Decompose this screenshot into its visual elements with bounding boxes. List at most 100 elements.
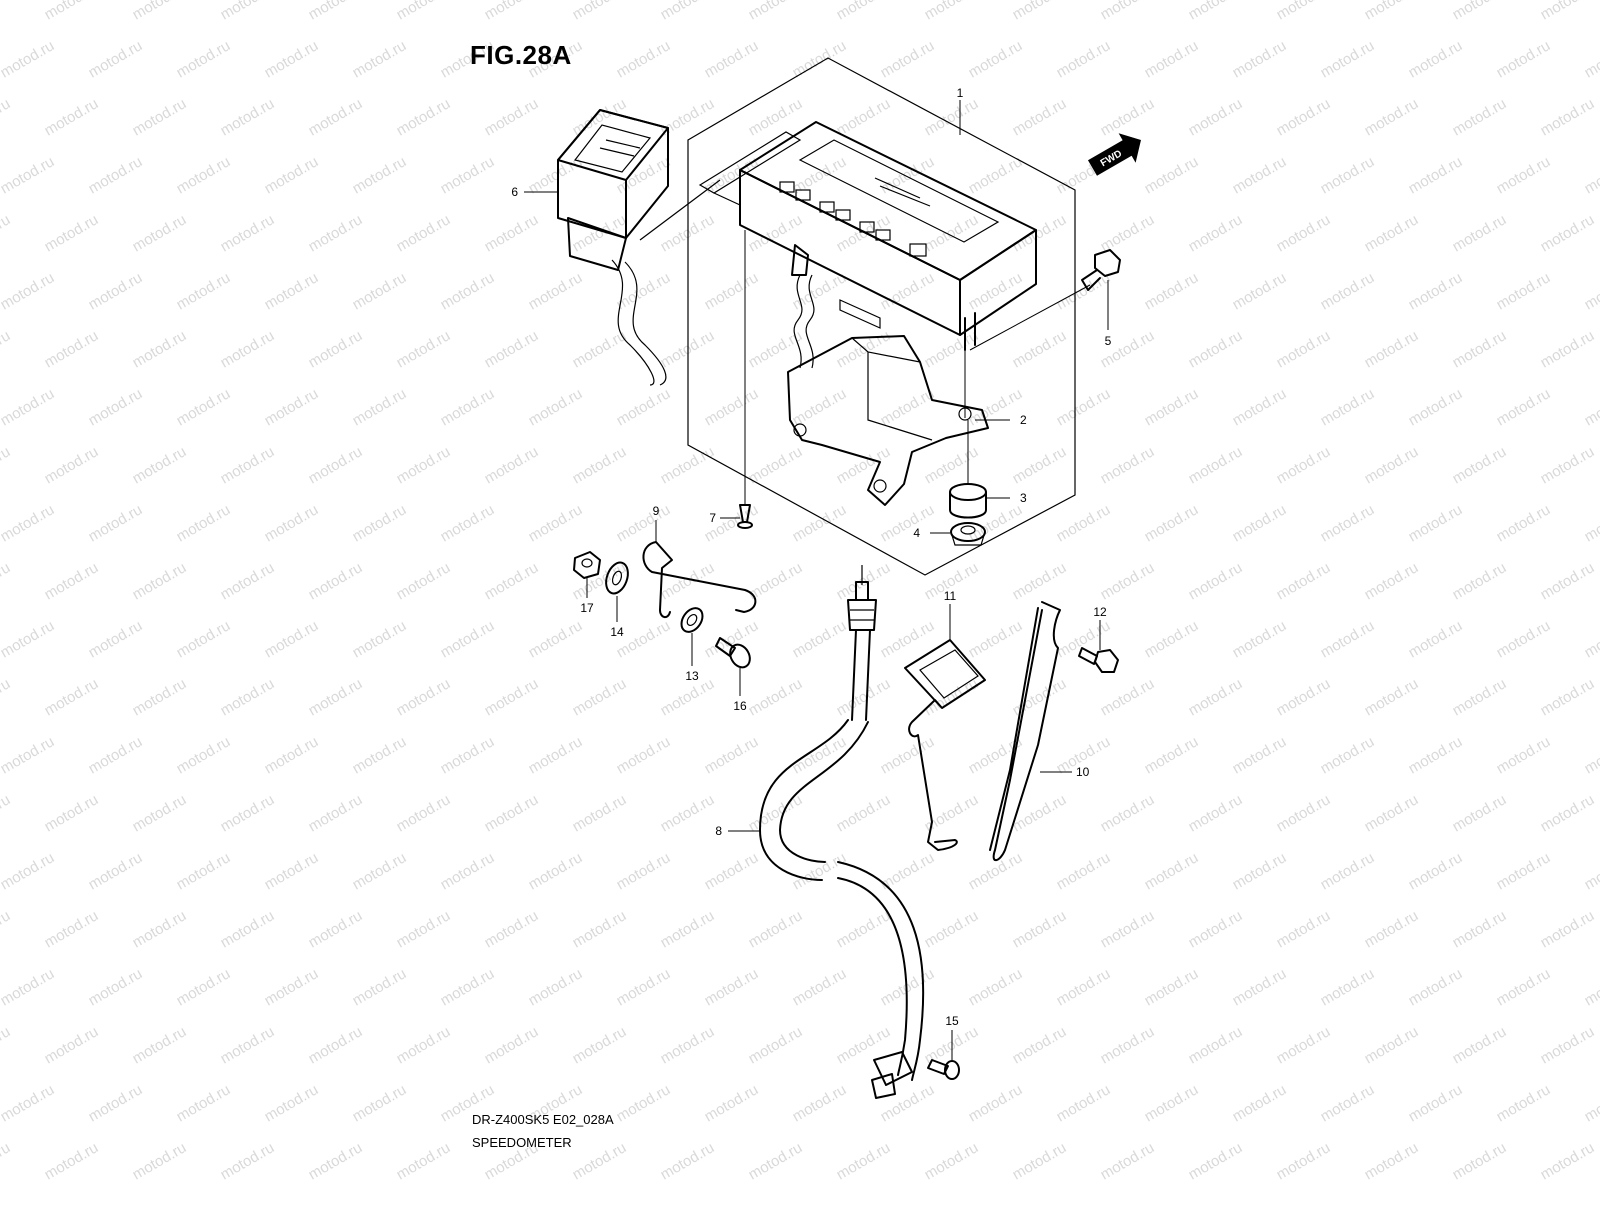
part-label-1: 1 — [957, 86, 964, 100]
watermark-text: motod.ru — [394, 907, 454, 951]
watermark-text: motod.ru — [1274, 559, 1334, 603]
watermark-text: motod.ru — [1010, 0, 1070, 23]
watermark-text: motod.ru — [1186, 327, 1246, 371]
watermark-text: motod.ru — [0, 501, 57, 545]
watermark-text: motod.ru — [482, 211, 542, 255]
watermark-text: motod.ru — [0, 443, 13, 487]
watermark-text: motod.ru — [350, 269, 410, 313]
watermark-text: motod.ru — [1010, 327, 1070, 371]
watermark-text: motod.ru — [394, 95, 454, 139]
watermark-text: motod.ru — [0, 791, 13, 835]
watermark-text: motod.ru — [394, 559, 454, 603]
watermark-text: motod.ru — [746, 1139, 806, 1183]
watermark-text: motod.ru — [1582, 385, 1600, 429]
watermark-text: motod.ru — [614, 617, 674, 661]
part-label-6: 6 — [511, 185, 518, 199]
watermark-text: motod.ru — [834, 675, 894, 719]
watermark-text: motod.ru — [966, 37, 1026, 81]
watermark-text: motod.ru — [1230, 385, 1290, 429]
watermark-text: motod.ru — [350, 385, 410, 429]
watermark-text: motod.ru — [746, 1023, 806, 1067]
watermark-text: motod.ru — [1186, 907, 1246, 951]
watermark-text: motod.ru — [1010, 211, 1070, 255]
watermark-text: motod.ru — [658, 95, 718, 139]
watermark-text: motod.ru — [570, 791, 630, 835]
watermark-text: motod.ru — [1274, 211, 1334, 255]
watermark-text: motod.ru — [86, 153, 146, 197]
watermark-text: motod.ru — [878, 153, 938, 197]
watermark-text: motod.ru — [42, 559, 102, 603]
watermark-text: motod.ru — [1406, 37, 1466, 81]
watermark-text: motod.ru — [834, 907, 894, 951]
watermark-text: motod.ru — [42, 675, 102, 719]
watermark-text: motod.ru — [878, 733, 938, 777]
watermark-text: motod.ru — [1230, 965, 1290, 1009]
watermark-text: motod.ru — [922, 1139, 982, 1183]
watermark-text: motod.ru — [1494, 385, 1554, 429]
watermark-text: motod.ru — [218, 907, 278, 951]
watermark-text: motod.ru — [130, 211, 190, 255]
watermark-text: motod.ru — [966, 153, 1026, 197]
watermark-text: motod.ru — [482, 1023, 542, 1067]
watermark-text: motod.ru — [834, 1139, 894, 1183]
watermark-text: motod.ru — [262, 849, 322, 893]
watermark-text: motod.ru — [1098, 211, 1158, 255]
watermark-text: motod.ru — [1274, 443, 1334, 487]
watermark-text: motod.ru — [1494, 1081, 1554, 1125]
watermark-text: motod.ru — [262, 617, 322, 661]
watermark-text: motod.ru — [174, 501, 234, 545]
watermark-text: motod.ru — [174, 965, 234, 1009]
watermark-text: motod.ru — [878, 501, 938, 545]
watermark-text: motod.ru — [482, 327, 542, 371]
watermark-text: motod.ru — [526, 501, 586, 545]
watermark-text: motod.ru — [1538, 95, 1598, 139]
watermark-text: motod.ru — [174, 849, 234, 893]
watermark-text: motod.ru — [42, 1139, 102, 1183]
watermark-text: motod.ru — [1494, 37, 1554, 81]
watermark-text: motod.ru — [306, 907, 366, 951]
watermark-text: motod.ru — [878, 1081, 938, 1125]
watermark-text: motod.ru — [1406, 849, 1466, 893]
watermark-text: motod.ru — [1406, 965, 1466, 1009]
watermark-text: motod.ru — [86, 1081, 146, 1125]
watermark-text: motod.ru — [1142, 269, 1202, 313]
watermark-text: motod.ru — [262, 965, 322, 1009]
watermark-text: motod.ru — [1406, 617, 1466, 661]
watermark-text: motod.ru — [394, 327, 454, 371]
watermark-text: motod.ru — [1142, 617, 1202, 661]
watermark-text: motod.ru — [0, 327, 13, 371]
watermark-text: motod.ru — [86, 37, 146, 81]
watermark-text: motod.ru — [746, 327, 806, 371]
watermark-text: motod.ru — [1406, 733, 1466, 777]
watermark-text: motod.ru — [0, 1081, 57, 1125]
watermark-text: motod.ru — [306, 1023, 366, 1067]
watermark-text: motod.ru — [262, 269, 322, 313]
watermark-text: motod.ru — [0, 1139, 13, 1183]
watermark-text: motod.ru — [130, 1023, 190, 1067]
watermark-text: motod.ru — [570, 0, 630, 23]
watermark-text: motod.ru — [0, 37, 57, 81]
watermark-text: motod.ru — [1274, 95, 1334, 139]
watermark-text: motod.ru — [306, 211, 366, 255]
watermark-text: motod.ru — [350, 153, 410, 197]
watermark-text: motod.ru — [438, 849, 498, 893]
watermark-text: motod.ru — [350, 501, 410, 545]
watermark-text: motod.ru — [394, 443, 454, 487]
watermark-text: motod.ru — [1010, 443, 1070, 487]
watermark-text: motod.ru — [966, 1081, 1026, 1125]
watermark-text: motod.ru — [1054, 849, 1114, 893]
watermark-text: motod.ru — [922, 95, 982, 139]
watermark-text: motod.ru — [614, 733, 674, 777]
watermark-text: motod.ru — [526, 385, 586, 429]
bolt-part-12 — [1079, 648, 1118, 672]
watermark-text: motod.ru — [394, 1139, 454, 1183]
watermark-text: motod.ru — [1054, 37, 1114, 81]
watermark-text: motod.ru — [1318, 965, 1378, 1009]
watermark-text: motod.ru — [0, 385, 57, 429]
watermark-text: motod.ru — [526, 617, 586, 661]
watermark-text: motod.ru — [86, 617, 146, 661]
part-label-7: 7 — [709, 511, 716, 525]
watermark-text: motod.ru — [1362, 675, 1422, 719]
watermark-text: motod.ru — [1142, 501, 1202, 545]
watermark-text: motod.ru — [1010, 95, 1070, 139]
